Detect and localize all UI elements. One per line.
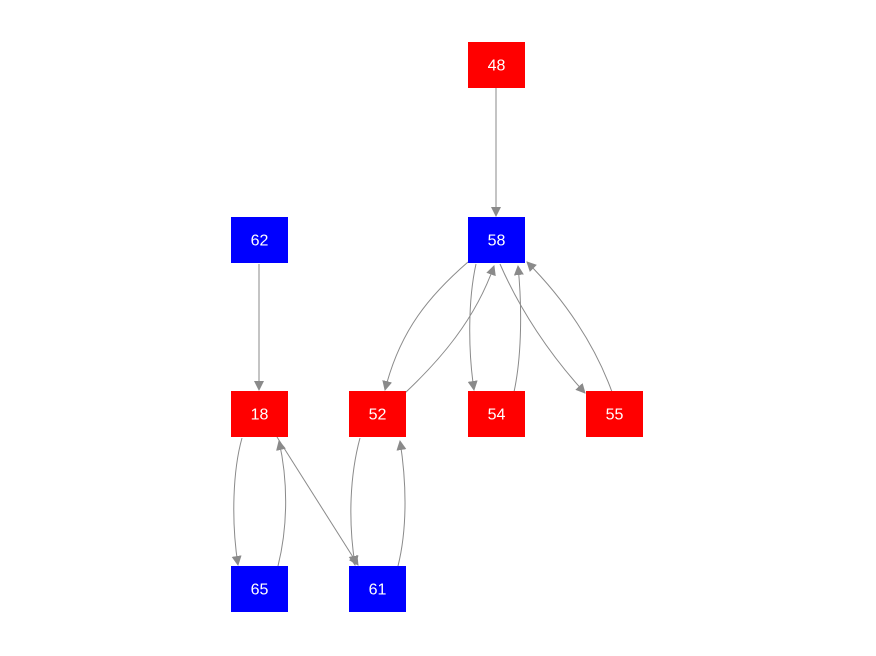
nodes-layer: 48 58 62 18 52 54 55 65 [231, 42, 643, 612]
edge-52-61 [348, 437, 361, 566]
edges-layer [231, 88, 613, 567]
node-62-box [231, 217, 288, 263]
node-58: 58 [468, 217, 525, 263]
node-52: 52 [349, 391, 406, 437]
node-48: 48 [468, 42, 525, 88]
node-48-label: 48 [488, 58, 506, 75]
node-58-label: 58 [488, 233, 506, 250]
node-55: 55 [586, 391, 643, 437]
edge-58-55 [499, 263, 586, 394]
edge-58-54 [467, 263, 478, 391]
node-54-label: 54 [488, 407, 506, 424]
edge-18-61 [276, 436, 359, 566]
node-61-label: 61 [369, 582, 387, 599]
edge-52-58 [404, 265, 496, 394]
node-18-box [231, 391, 288, 437]
node-62-label: 62 [251, 233, 269, 250]
node-65-label: 65 [251, 582, 269, 599]
node-58-box [468, 217, 525, 263]
edge-65-18 [276, 440, 287, 567]
edge-58-52 [382, 261, 469, 391]
node-54-box [468, 391, 525, 437]
node-52-label: 52 [369, 407, 387, 424]
node-18-label: 18 [251, 407, 269, 424]
node-61-box [349, 566, 406, 612]
edge-55-58 [526, 261, 613, 393]
node-52-box [349, 391, 406, 437]
node-61: 61 [349, 566, 406, 612]
node-54: 54 [468, 391, 525, 437]
edge-54-58 [513, 265, 524, 393]
node-65: 65 [231, 566, 288, 612]
edge-61-52 [396, 440, 407, 567]
edge-18-65 [231, 437, 243, 566]
node-65-box [231, 566, 288, 612]
node-48-box [468, 42, 525, 88]
node-62: 62 [231, 217, 288, 263]
node-18: 18 [231, 391, 288, 437]
node-55-box [586, 391, 643, 437]
node-55-label: 55 [606, 407, 624, 424]
